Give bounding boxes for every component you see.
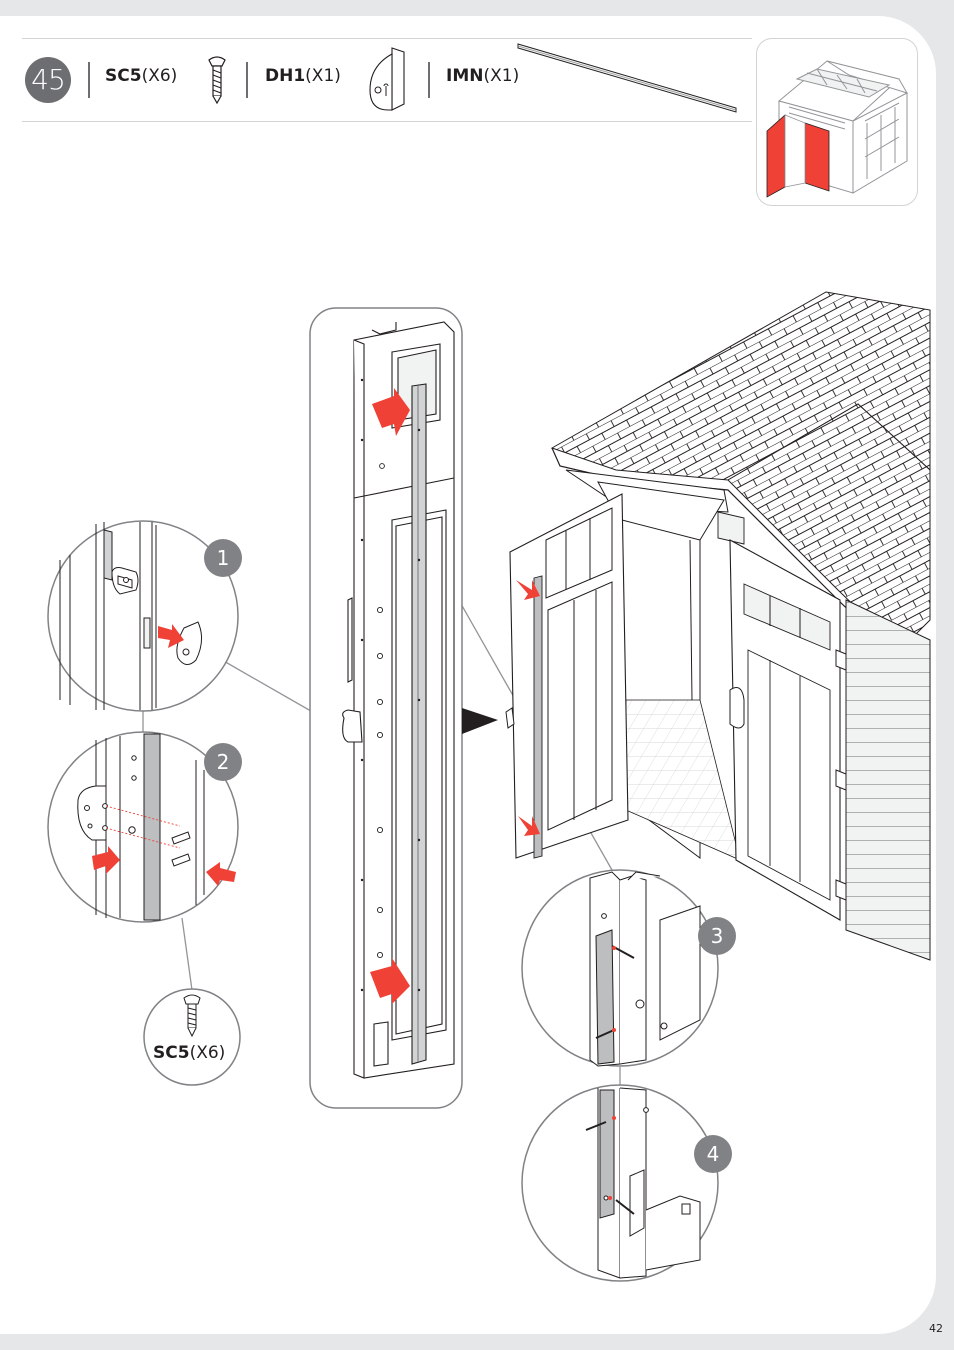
detail-3-badge: 3 (698, 917, 736, 955)
page-number: 42 (929, 1322, 943, 1335)
detail-circle-3 (522, 870, 718, 1066)
fastener-callout-label: SC5(X6) (153, 1043, 225, 1063)
detail-2-badge: 2 (204, 743, 242, 781)
zoom-panel-door-edge (310, 308, 462, 1108)
detail-1-badge: 1 (204, 539, 242, 577)
fastener-code: SC5 (153, 1043, 190, 1063)
detail-4-badge: 4 (694, 1135, 732, 1173)
direction-arrow (462, 708, 498, 734)
fastener-callout-circle (144, 989, 240, 1085)
detail-circle-4 (522, 1085, 718, 1281)
fastener-qty: (X6) (190, 1043, 226, 1063)
shed-illustration (506, 292, 930, 960)
